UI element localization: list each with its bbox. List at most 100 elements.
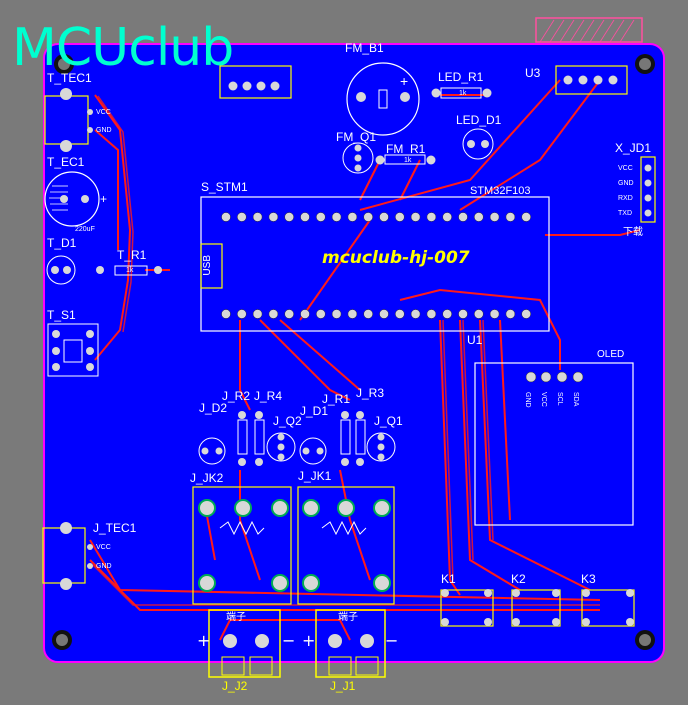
label-k1: K1 [441, 572, 456, 586]
mcu-pin [442, 309, 452, 319]
oled-pin-scl: SCL [556, 392, 563, 406]
label-j-r4: J_R4 [254, 389, 283, 403]
mcu-pin [505, 212, 516, 222]
mcu-pin [489, 212, 500, 222]
label-u3: U3 [525, 66, 541, 80]
j-tec1-gnd: GND [96, 563, 112, 570]
label-j-j1: J_J1 [330, 679, 356, 693]
j-tec1-vcc: VCC [96, 544, 111, 551]
label-j-tec1: J_TEC1 [93, 521, 137, 535]
label-oled: OLED [597, 349, 625, 360]
mcu-pin [363, 309, 373, 319]
mounting-holes [52, 54, 655, 650]
usb-label: USB [202, 255, 213, 276]
cap-plus: + [100, 192, 108, 206]
label-u1: U1 [467, 333, 483, 347]
mcu-pin [505, 309, 516, 319]
mcu-pin [284, 212, 294, 222]
label-j-j2: J_J2 [222, 679, 248, 693]
mcu-pin [300, 309, 310, 319]
mcu-pin [474, 212, 484, 222]
fm-r1-value: 1k [404, 157, 412, 164]
label-t-d1: T_D1 [47, 236, 77, 250]
mcu-pin [426, 309, 437, 319]
mcu-pin [252, 212, 263, 222]
label-t-s1: T_S1 [47, 308, 76, 322]
mcu-pin [331, 212, 342, 222]
oled-pin-sda: SDA [572, 392, 579, 407]
t-r1-value: 1k [126, 267, 134, 274]
mcu-pin [347, 212, 358, 222]
label-j-r1: J_R1 [322, 392, 351, 406]
mcu-pin [252, 309, 263, 319]
mcu-pin [284, 309, 294, 319]
label-k3: K3 [581, 572, 596, 586]
label-k2: K2 [511, 572, 526, 586]
oled-outline [474, 362, 634, 526]
label-j-jk2: J_JK2 [190, 471, 224, 485]
mcu-pin [316, 309, 326, 319]
oled-pin-vcc: VCC [540, 392, 547, 407]
mcu-pin [379, 212, 389, 222]
mcu-pin [458, 309, 468, 319]
label-fm-q1: FM_Q1 [336, 130, 377, 144]
mcu-pin [331, 309, 342, 319]
label-t-tec1: T_TEC1 [47, 71, 92, 85]
mcu-pin [521, 212, 531, 222]
x-jd1-download: 下载 [623, 227, 643, 238]
label-j-r3: J_R3 [356, 386, 385, 400]
mcu-part-label: STM32F103 [470, 185, 531, 197]
label-j-d2: J_D2 [199, 401, 228, 415]
label-j-q1: J_Q1 [374, 414, 403, 428]
mcu-pin [363, 212, 373, 222]
mcu-pin [221, 309, 231, 319]
mcu-pin [395, 309, 405, 319]
mcu-pin [347, 309, 358, 319]
mcu-pin [237, 212, 247, 222]
mcu-pin [237, 309, 247, 319]
mcu-pin [379, 309, 389, 319]
j-j2-plus: + [197, 631, 211, 650]
j-j2-terminal: 端子 [226, 612, 246, 623]
label-j-jk1: J_JK1 [298, 469, 332, 483]
t-tec1-gnd: GND [96, 127, 112, 134]
mcu-pin [489, 309, 500, 319]
mcu-pin [458, 212, 468, 222]
label-j-q2: J_Q2 [273, 414, 302, 428]
cap-value: 220uF [75, 226, 95, 233]
mcu-pin [521, 309, 531, 319]
label-fm-b1: FM_B1 [345, 41, 384, 55]
label-j-d1: J_D1 [300, 404, 329, 418]
x-jd1-txd: TXD [618, 210, 632, 217]
label-led-r1: LED_R1 [438, 70, 484, 84]
mcu-pin [442, 212, 452, 222]
led-r1-value: 1k [459, 90, 467, 97]
label-x-jd1: X_JD1 [615, 141, 652, 155]
mcu-pin [316, 212, 326, 222]
oled-pins [525, 371, 584, 383]
mcu-pin [268, 309, 279, 319]
mcu-pin [300, 212, 310, 222]
mcu-pin [268, 212, 279, 222]
board-id: mcuclub-hj-007 [322, 248, 470, 268]
label-j-r2: J_R2 [222, 389, 251, 403]
brand-logo: MCUclub [12, 18, 234, 78]
j-j1-minus: − [385, 631, 399, 650]
j-j1-plus: + [302, 631, 316, 650]
mcu-pin [395, 212, 405, 222]
mcu-pin [410, 212, 421, 222]
t-tec1-vcc: VCC [96, 109, 111, 116]
x-jd1-gnd: GND [618, 180, 634, 187]
label-t-r1: T_R1 [117, 248, 147, 262]
usb-port-outline [200, 243, 223, 289]
mcu-pin [426, 212, 437, 222]
x-jd1-rxd: RXD [618, 195, 633, 202]
mcu-pin [410, 309, 421, 319]
label-led-d1: LED_D1 [456, 113, 502, 127]
j-j1-terminal: 端子 [338, 612, 358, 623]
buzzer-plus: + [400, 73, 409, 89]
mcu-pin [221, 212, 231, 222]
label-fm-r1: FM_R1 [386, 142, 426, 156]
mcu-pin [474, 309, 484, 319]
